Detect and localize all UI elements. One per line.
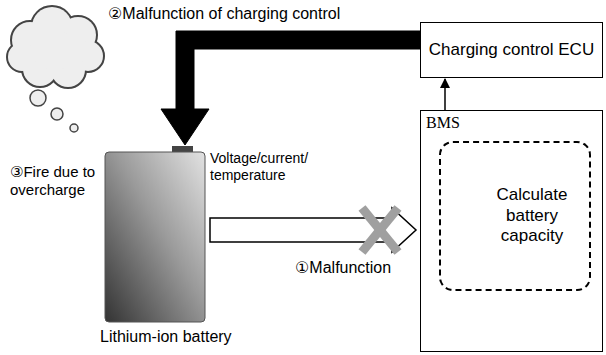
process-box: Calculate battery capacity [439, 141, 591, 291]
bms-box: BMS Calculate battery capacity [420, 110, 603, 352]
battery-cell: Lithium-ion battery [105, 146, 205, 322]
node-text: Calculate battery capacity [481, 185, 583, 246]
signal-arrow [210, 208, 416, 252]
signal-label: Voltage/current/ temperature [210, 150, 322, 184]
node-text: Charging control ECU [429, 40, 594, 60]
battery-drawing [105, 146, 205, 322]
battery-body [105, 152, 205, 322]
control-arrow [161, 31, 420, 145]
node-text: BMS [426, 114, 460, 132]
callout-text: ③Fire due to overcharge [10, 163, 118, 199]
data-arrow [444, 79, 446, 110]
edge-label: ①Malfunction [295, 258, 391, 277]
edge-label: ②Malfunction of charging control [108, 4, 340, 23]
ecu-box: Charging control ECU [420, 22, 603, 78]
node-text: Lithium-ion battery [100, 328, 232, 346]
